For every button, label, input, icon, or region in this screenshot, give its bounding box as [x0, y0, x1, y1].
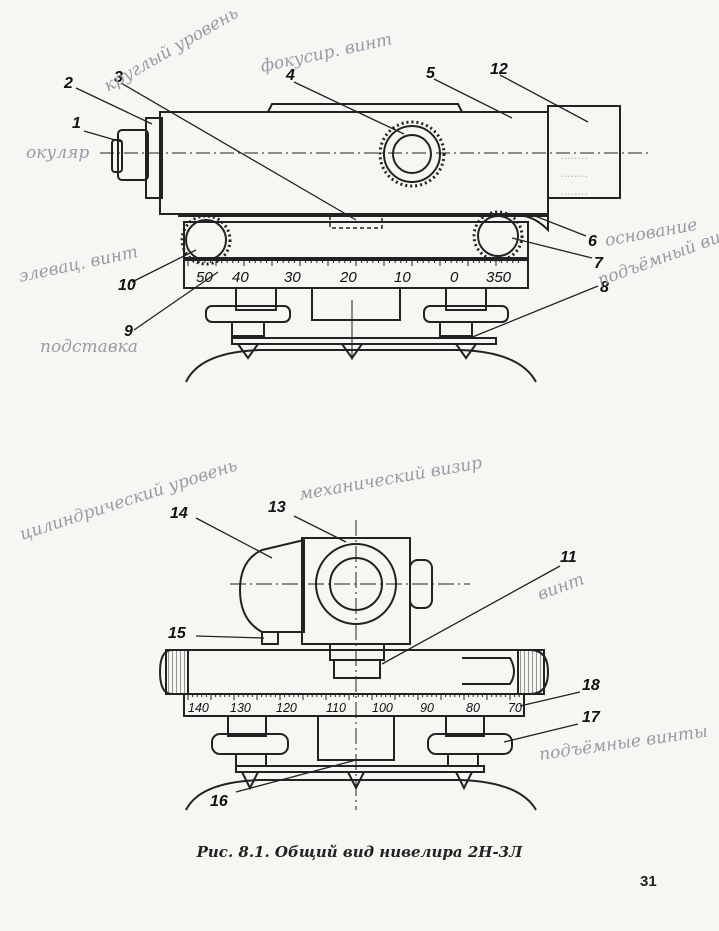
bottom-scale-label: 100 [372, 701, 393, 715]
callout-16: 16 [210, 793, 228, 810]
bottom-scale-label: 140 [188, 701, 209, 715]
focus-knob [383, 125, 441, 183]
eyepiece-housing [238, 538, 305, 633]
eyepiece-ring [145, 117, 163, 199]
top-leaders [75, 74, 599, 339]
callout-7: 7 [594, 255, 604, 272]
top-scale: 50 40 30 20 10 0 350 [187, 259, 519, 286]
callout-3: 3 [114, 69, 123, 86]
top-scale-label: 10 [394, 269, 411, 286]
eyepiece [117, 129, 149, 181]
footscrew-left [205, 305, 291, 323]
callout-13: 13 [268, 499, 286, 516]
callout-10: 10 [118, 277, 136, 294]
base-plate [231, 337, 497, 345]
callout-5: 5 [426, 65, 436, 82]
bottom-callouts: 13 14 11 15 18 17 16 [168, 499, 601, 810]
callout-15: 15 [168, 625, 187, 642]
top-scale-label: 40 [232, 269, 249, 286]
callout-12: 12 [490, 61, 508, 78]
objective-tube [547, 105, 621, 199]
base-plate-b [235, 765, 485, 773]
handwritten-note: круглый уровень [101, 3, 243, 96]
bottom-scale: 140 130 120 110 100 90 80 70 [187, 694, 522, 715]
handwritten-note: цилиндрический уровень [17, 455, 239, 544]
top-scale-label: 20 [339, 269, 357, 286]
bottom-scale-label: 90 [420, 701, 434, 715]
handwritten-note: окуляр [26, 143, 89, 163]
figure-caption: Рис. 8.1. Общий вид нивелира 2Н-3Л [196, 843, 523, 861]
callout-1: 1 [72, 115, 81, 132]
bottom-level-drawing [158, 520, 550, 811]
handwritten-note: винт [535, 569, 587, 604]
top-scale-label: 50 [196, 269, 213, 286]
footscrew-right [423, 305, 509, 323]
callout-6: 6 [588, 233, 597, 250]
handwritten-note: механический визир [297, 453, 483, 505]
callout-17: 17 [582, 709, 601, 726]
handwritten-note: фокусир. винт [259, 29, 394, 76]
telescope-body [159, 111, 549, 215]
callout-9: 9 [124, 323, 133, 340]
top-scale-label: 0 [450, 269, 459, 286]
handwritten-note: подставка [40, 337, 138, 357]
top-level-drawing [100, 103, 650, 383]
top-callouts: 1 2 3 4 5 12 6 7 8 9 10 [63, 61, 609, 340]
callout-8: 8 [600, 279, 609, 296]
top-scale-label: 350 [486, 269, 512, 286]
page-number: 31 [640, 873, 657, 890]
callout-4: 4 [285, 67, 295, 84]
bottom-leaders [195, 515, 581, 793]
alidade-plate [158, 649, 550, 695]
callout-11: 11 [560, 549, 577, 566]
tangent-screw [477, 215, 519, 257]
callout-2: 2 [63, 75, 73, 92]
bottom-scale-label: 80 [466, 701, 480, 715]
bottom-scale-label: 70 [508, 701, 522, 715]
elevation-screw [185, 219, 227, 261]
bottom-scale-label: 110 [326, 701, 346, 715]
top-scale-label: 30 [284, 269, 301, 286]
bottom-scale-label: 130 [230, 701, 251, 715]
bottom-scale-label: 120 [276, 701, 297, 715]
callout-14: 14 [170, 505, 188, 522]
callout-18: 18 [582, 677, 600, 694]
